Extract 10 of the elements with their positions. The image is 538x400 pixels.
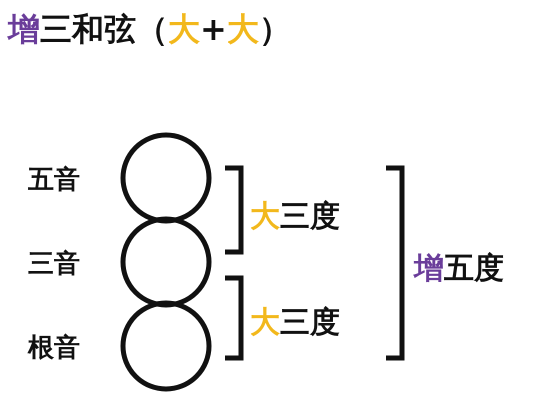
interval-label: 大三度	[250, 304, 340, 342]
note-name: 根音	[28, 332, 80, 365]
note-circle	[119, 131, 213, 225]
title: 增三和弦（大+大）	[8, 9, 291, 50]
interval-label: 大三度	[250, 198, 340, 236]
interval-label: 增五度	[414, 250, 504, 288]
note-name: 三音	[28, 248, 80, 281]
note-circle	[119, 215, 213, 309]
note-circle	[119, 299, 213, 393]
note-name: 五音	[28, 164, 80, 197]
